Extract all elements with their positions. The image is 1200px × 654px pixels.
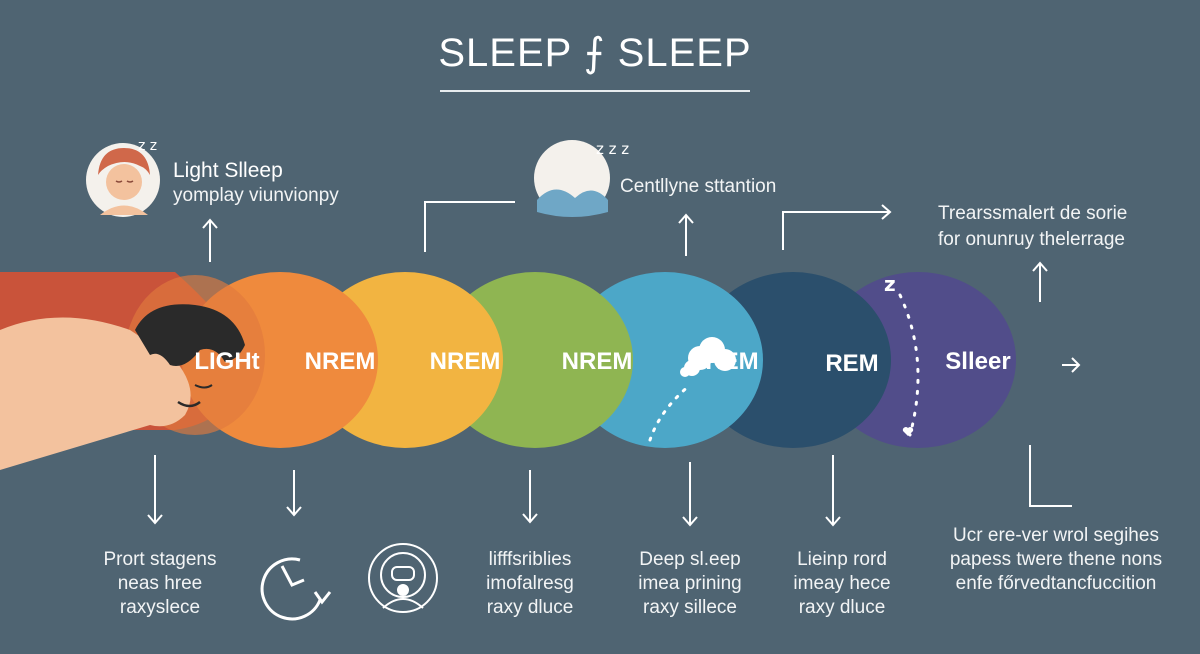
bottom-col-7: Ucr ere-ver wrol segihes papess twere th… bbox=[925, 524, 1187, 596]
light-sleep-title: Light Slleep bbox=[173, 159, 283, 182]
snore-z-icon: z z bbox=[138, 138, 158, 154]
cycle-arrow-icon bbox=[260, 557, 332, 621]
page-title: SLEEP ⨍ SLEEP bbox=[438, 31, 752, 75]
connectors bbox=[147, 201, 1081, 527]
bottom-col-5-line2: imea prining bbox=[638, 573, 742, 594]
bottom-col-6-line3: raxy dluce bbox=[798, 597, 886, 618]
bottom-col-6: Lieinp rord imeay hece raxy dluce bbox=[752, 548, 932, 620]
stage-label-5: REM bbox=[705, 348, 759, 375]
bottom-col-4-line1: lifffsriblies bbox=[488, 549, 572, 570]
title-divider bbox=[440, 90, 750, 92]
light-sleep-subtitle: yomplay viunvionpy bbox=[173, 185, 339, 206]
bottom-col-1-line2: neas hree bbox=[117, 573, 203, 594]
bottom-col-1-line1: Prort stagens bbox=[103, 549, 217, 570]
right-callout-line2: for onunruy thelerrage bbox=[938, 229, 1125, 250]
stage-label-2: NREM bbox=[304, 348, 376, 375]
middle-callout: Centllyne sttantion bbox=[620, 176, 777, 197]
bottom-col-1: Prort stagens neas hree raxyslece bbox=[70, 548, 250, 620]
sleeping-head-icon bbox=[0, 304, 245, 470]
bottom-col-7-line1: Ucr ere-ver wrol segihes bbox=[953, 525, 1159, 546]
bottom-col-7-line2: papess twere thene nons bbox=[949, 549, 1163, 570]
bottom-col-4-line3: raxy dluce bbox=[486, 597, 574, 618]
stage-label-4: NREM bbox=[561, 348, 633, 375]
dream-cloud-icon bbox=[680, 337, 736, 377]
bottom-col-5-line1: Deep sl.eep bbox=[639, 549, 741, 570]
avatar-icon bbox=[86, 143, 160, 217]
bottom-col-5: Deep sl.eep imea prining raxy sillece bbox=[600, 548, 780, 620]
sleep-cloud-icon bbox=[534, 140, 610, 217]
stage-label-1: LIGHt bbox=[194, 348, 260, 375]
snore-z-icon-mid: z z z bbox=[596, 140, 630, 158]
bottom-col-6-line1: Lieinp rord bbox=[797, 549, 887, 570]
bottom-col-4: lifffsriblies imofalresg raxy dluce bbox=[440, 548, 620, 620]
bottom-col-1-line3: raxyslece bbox=[119, 597, 201, 618]
bottom-col-6-line2: imeay hece bbox=[793, 573, 891, 594]
stage-label-3: NREM bbox=[429, 348, 501, 375]
dream-z-icon: z bbox=[884, 272, 896, 296]
bottom-col-7-line3: enfe főrvedtancfuccition bbox=[955, 573, 1157, 594]
heart-icon bbox=[902, 427, 914, 436]
stage-label-7: Slleer bbox=[945, 348, 1011, 375]
bottom-col-5-line3: raxy sillece bbox=[643, 597, 737, 618]
dotted-arc-rem bbox=[648, 383, 692, 442]
stage-label-6: REM bbox=[825, 350, 879, 377]
sleeper-radar-icon bbox=[368, 543, 438, 613]
right-callout-line1: Trearssmalert de sorie bbox=[938, 203, 1128, 224]
bottom-col-4-line2: imofalresg bbox=[486, 573, 574, 594]
